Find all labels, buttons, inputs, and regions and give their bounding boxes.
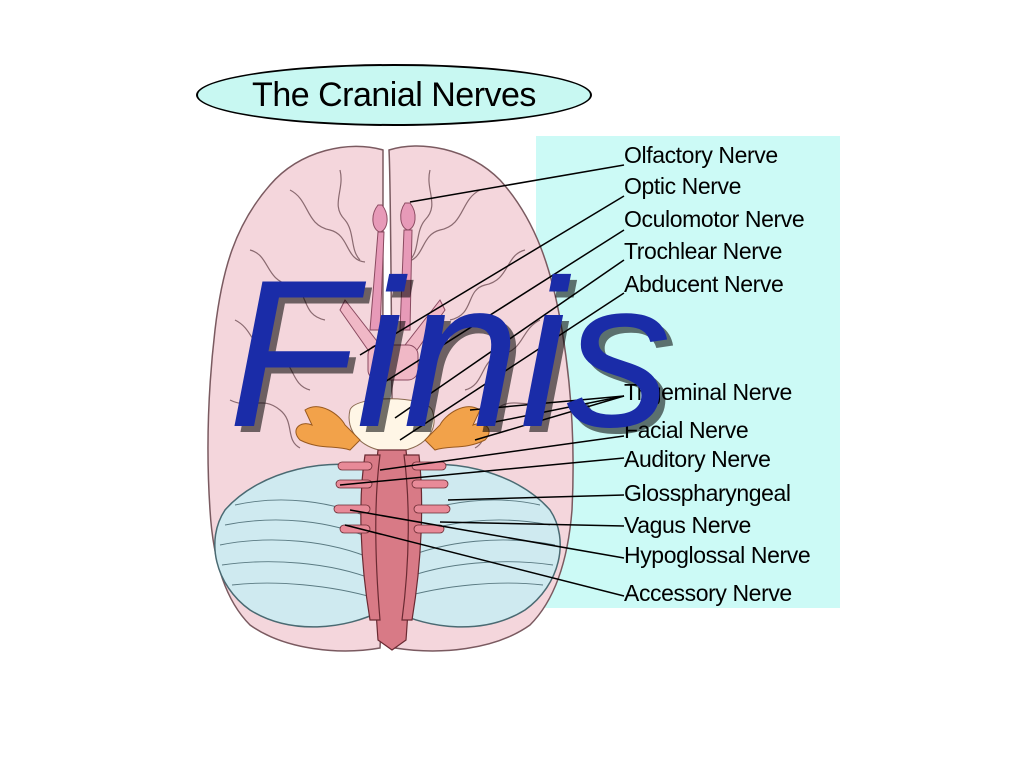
nerve-roots	[333, 461, 451, 534]
leader-lines	[339, 164, 625, 597]
label-optic-nerve: Optic Nerve	[624, 173, 742, 199]
label-olfactory-nerve: Olfactory Nerve	[624, 142, 778, 168]
finis-overlay: Finis Finis	[228, 236, 677, 477]
optic-chiasm	[339, 299, 446, 381]
finis-shadow: Finis	[234, 242, 677, 477]
label-glosspharyngeal: Glosspharyngeal	[624, 480, 791, 506]
brainstem	[360, 449, 423, 651]
slide-title: The Cranial Nerves	[252, 75, 536, 114]
gyri-lines	[229, 169, 546, 449]
label-auditory-nerve: Auditory Nerve	[624, 446, 771, 472]
label-trigeminal-nerve: Trigeminal Nerve	[624, 379, 792, 405]
label-oculomotor-nerve: Oculomotor Nerve	[624, 206, 805, 232]
label-accessory-nerve: Accessory Nerve	[624, 580, 792, 606]
label-vagus-nerve: Vagus Nerve	[624, 512, 751, 538]
label-panel	[536, 136, 840, 608]
olfactory-tracts	[369, 202, 416, 331]
finis-text: Finis	[228, 236, 671, 471]
trigeminal-nerves	[295, 406, 490, 451]
label-trochlear-nerve: Trochlear Nerve	[624, 238, 783, 264]
title-oval: The Cranial Nerves	[196, 64, 592, 126]
label-hypoglossal-nerve: Hypoglossal Nerve	[624, 542, 811, 568]
label-facial-nerve: Facial Nerve	[624, 417, 749, 443]
label-abducent-nerve: Abducent Nerve	[624, 271, 784, 297]
